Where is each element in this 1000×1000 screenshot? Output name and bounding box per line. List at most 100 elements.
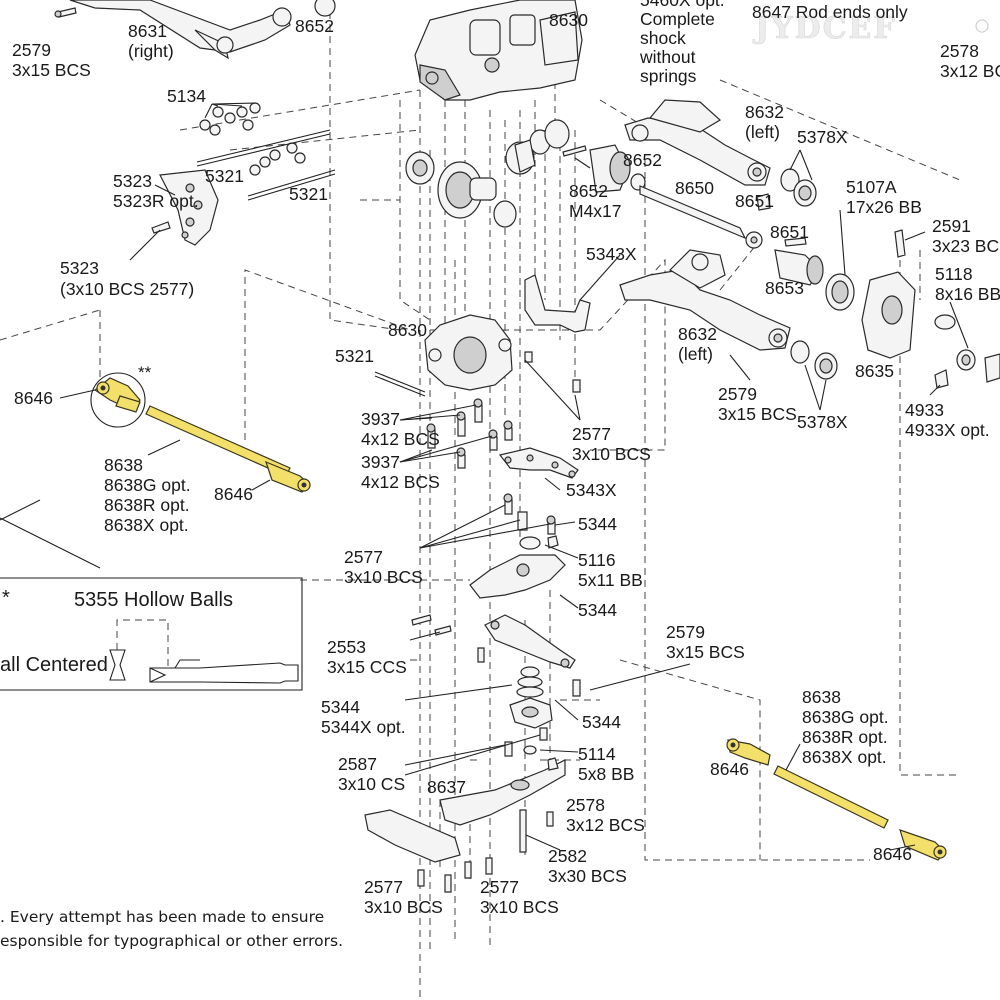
label-line: 8646	[214, 484, 253, 504]
label-line: 8632	[745, 102, 784, 122]
label-line: 8646	[14, 388, 53, 408]
label-line: 8651	[770, 222, 809, 242]
label-line: 2582	[548, 846, 587, 866]
label-line: 2577	[364, 877, 403, 897]
label-line: 4x12 BCS	[361, 472, 440, 492]
turnbuckle-left	[90, 372, 311, 493]
label-8631: 8631(right)	[128, 21, 174, 61]
label-line: 5343X	[586, 244, 637, 264]
label-line: 8638	[104, 455, 143, 475]
arm-8632-upper	[624, 99, 771, 186]
label-8632-lower: 8632(left)	[678, 324, 717, 364]
footer-line-2: esponsible for typographical or other er…	[0, 932, 343, 950]
label-line: 5378X	[797, 412, 848, 432]
label-8650: 8650	[675, 178, 714, 198]
label-line: 5460X opt.	[640, 0, 725, 10]
hollow-balls-inset	[0, 499, 303, 691]
label-line: 5107A	[846, 177, 897, 197]
label-8630-top: 8630	[549, 10, 588, 30]
label-line: 2591	[932, 216, 971, 236]
label-line: 2553	[327, 637, 366, 657]
label-line: 3x10 BCS	[344, 567, 423, 587]
label-line: 5344	[578, 514, 617, 534]
label-line: 8652	[569, 181, 608, 201]
label-line: 2579	[12, 40, 51, 60]
label-line: 5323	[113, 171, 152, 191]
label-line: 5116	[578, 550, 616, 570]
label-8653: 8653	[765, 278, 804, 298]
label-line: 8653	[765, 278, 804, 298]
label-8646-d: 8646	[873, 844, 912, 864]
label-line: 2577	[572, 424, 611, 444]
bellcrank-5343x	[498, 447, 579, 479]
label-line: 3x12 BCS	[566, 815, 645, 835]
parts-drawings	[54, 0, 1000, 893]
label-line: 2578	[940, 41, 979, 61]
label-5321-b: 5321	[289, 184, 328, 204]
pins-5321-lower	[374, 371, 426, 397]
housing-8630-top	[414, 0, 583, 101]
label-line: (3x10 BCS 2577)	[60, 279, 194, 299]
bracket-5323	[151, 169, 219, 246]
label-5323-bottom: 5323(3x10 BCS 2577)	[60, 258, 194, 299]
label-line: 8651	[735, 191, 774, 211]
inset-star: *	[2, 587, 10, 609]
label-line: 5134	[167, 86, 206, 106]
label-8646-a: 8646	[14, 388, 53, 408]
label-line: 8635	[855, 361, 894, 381]
label-8651-b: 8651	[770, 222, 809, 242]
label-line: 2578	[566, 795, 605, 815]
leader-lines	[59, 102, 969, 851]
label-line: without	[639, 47, 696, 67]
spring-5344x	[509, 666, 553, 729]
label-8652-mid: 8652	[623, 150, 662, 170]
label-line: 3x15 CCS	[327, 657, 407, 677]
label-line: 3x30 BCS	[548, 866, 627, 886]
label-8632-upper: 8632(left)	[745, 102, 784, 142]
label-5378x-top: 5378X	[797, 127, 848, 147]
label-line: 8646	[873, 844, 912, 864]
skid-plate-8637	[364, 757, 566, 893]
label-8651-a: 8651	[735, 191, 774, 211]
label-5321-a: 5321	[205, 166, 244, 186]
label-line: 5378X	[797, 127, 848, 147]
label-line: 3x23 BCS	[932, 236, 1000, 256]
label-line: (left)	[745, 122, 780, 142]
label-line: 17x26 BB	[846, 197, 922, 217]
label-line: 5343X	[566, 480, 617, 500]
label-line: 4933X opt.	[905, 420, 990, 440]
label-line: 5x11 BB	[578, 570, 643, 590]
label-5134: 5134	[167, 86, 206, 106]
label-line: 2577	[344, 547, 383, 567]
servo-arm-5344	[484, 614, 581, 697]
label-line: 8632	[678, 324, 717, 344]
label-line: 5344	[321, 697, 360, 717]
label-line: 8652	[623, 150, 662, 170]
bearing-5114	[504, 727, 548, 757]
registered-icon	[975, 19, 989, 33]
screws-2553	[411, 614, 485, 663]
label-line: 5344	[582, 712, 621, 732]
label-line: 8638	[802, 687, 841, 707]
label-line: 3x10 BCS	[364, 897, 443, 917]
label-line: 2577	[480, 877, 519, 897]
label-line: 5x8 BB	[578, 764, 634, 784]
stub-axle-8653	[756, 193, 855, 311]
label-5343x-top: 5343X	[586, 244, 637, 264]
label-5321-c: 5321	[335, 346, 374, 366]
label-line: 2579	[666, 622, 705, 642]
label-line: 3x12 BC	[940, 61, 1000, 81]
label-line: (right)	[128, 41, 174, 61]
label-line: springs	[640, 66, 697, 86]
label-line: 3x15 BCS	[666, 642, 745, 662]
